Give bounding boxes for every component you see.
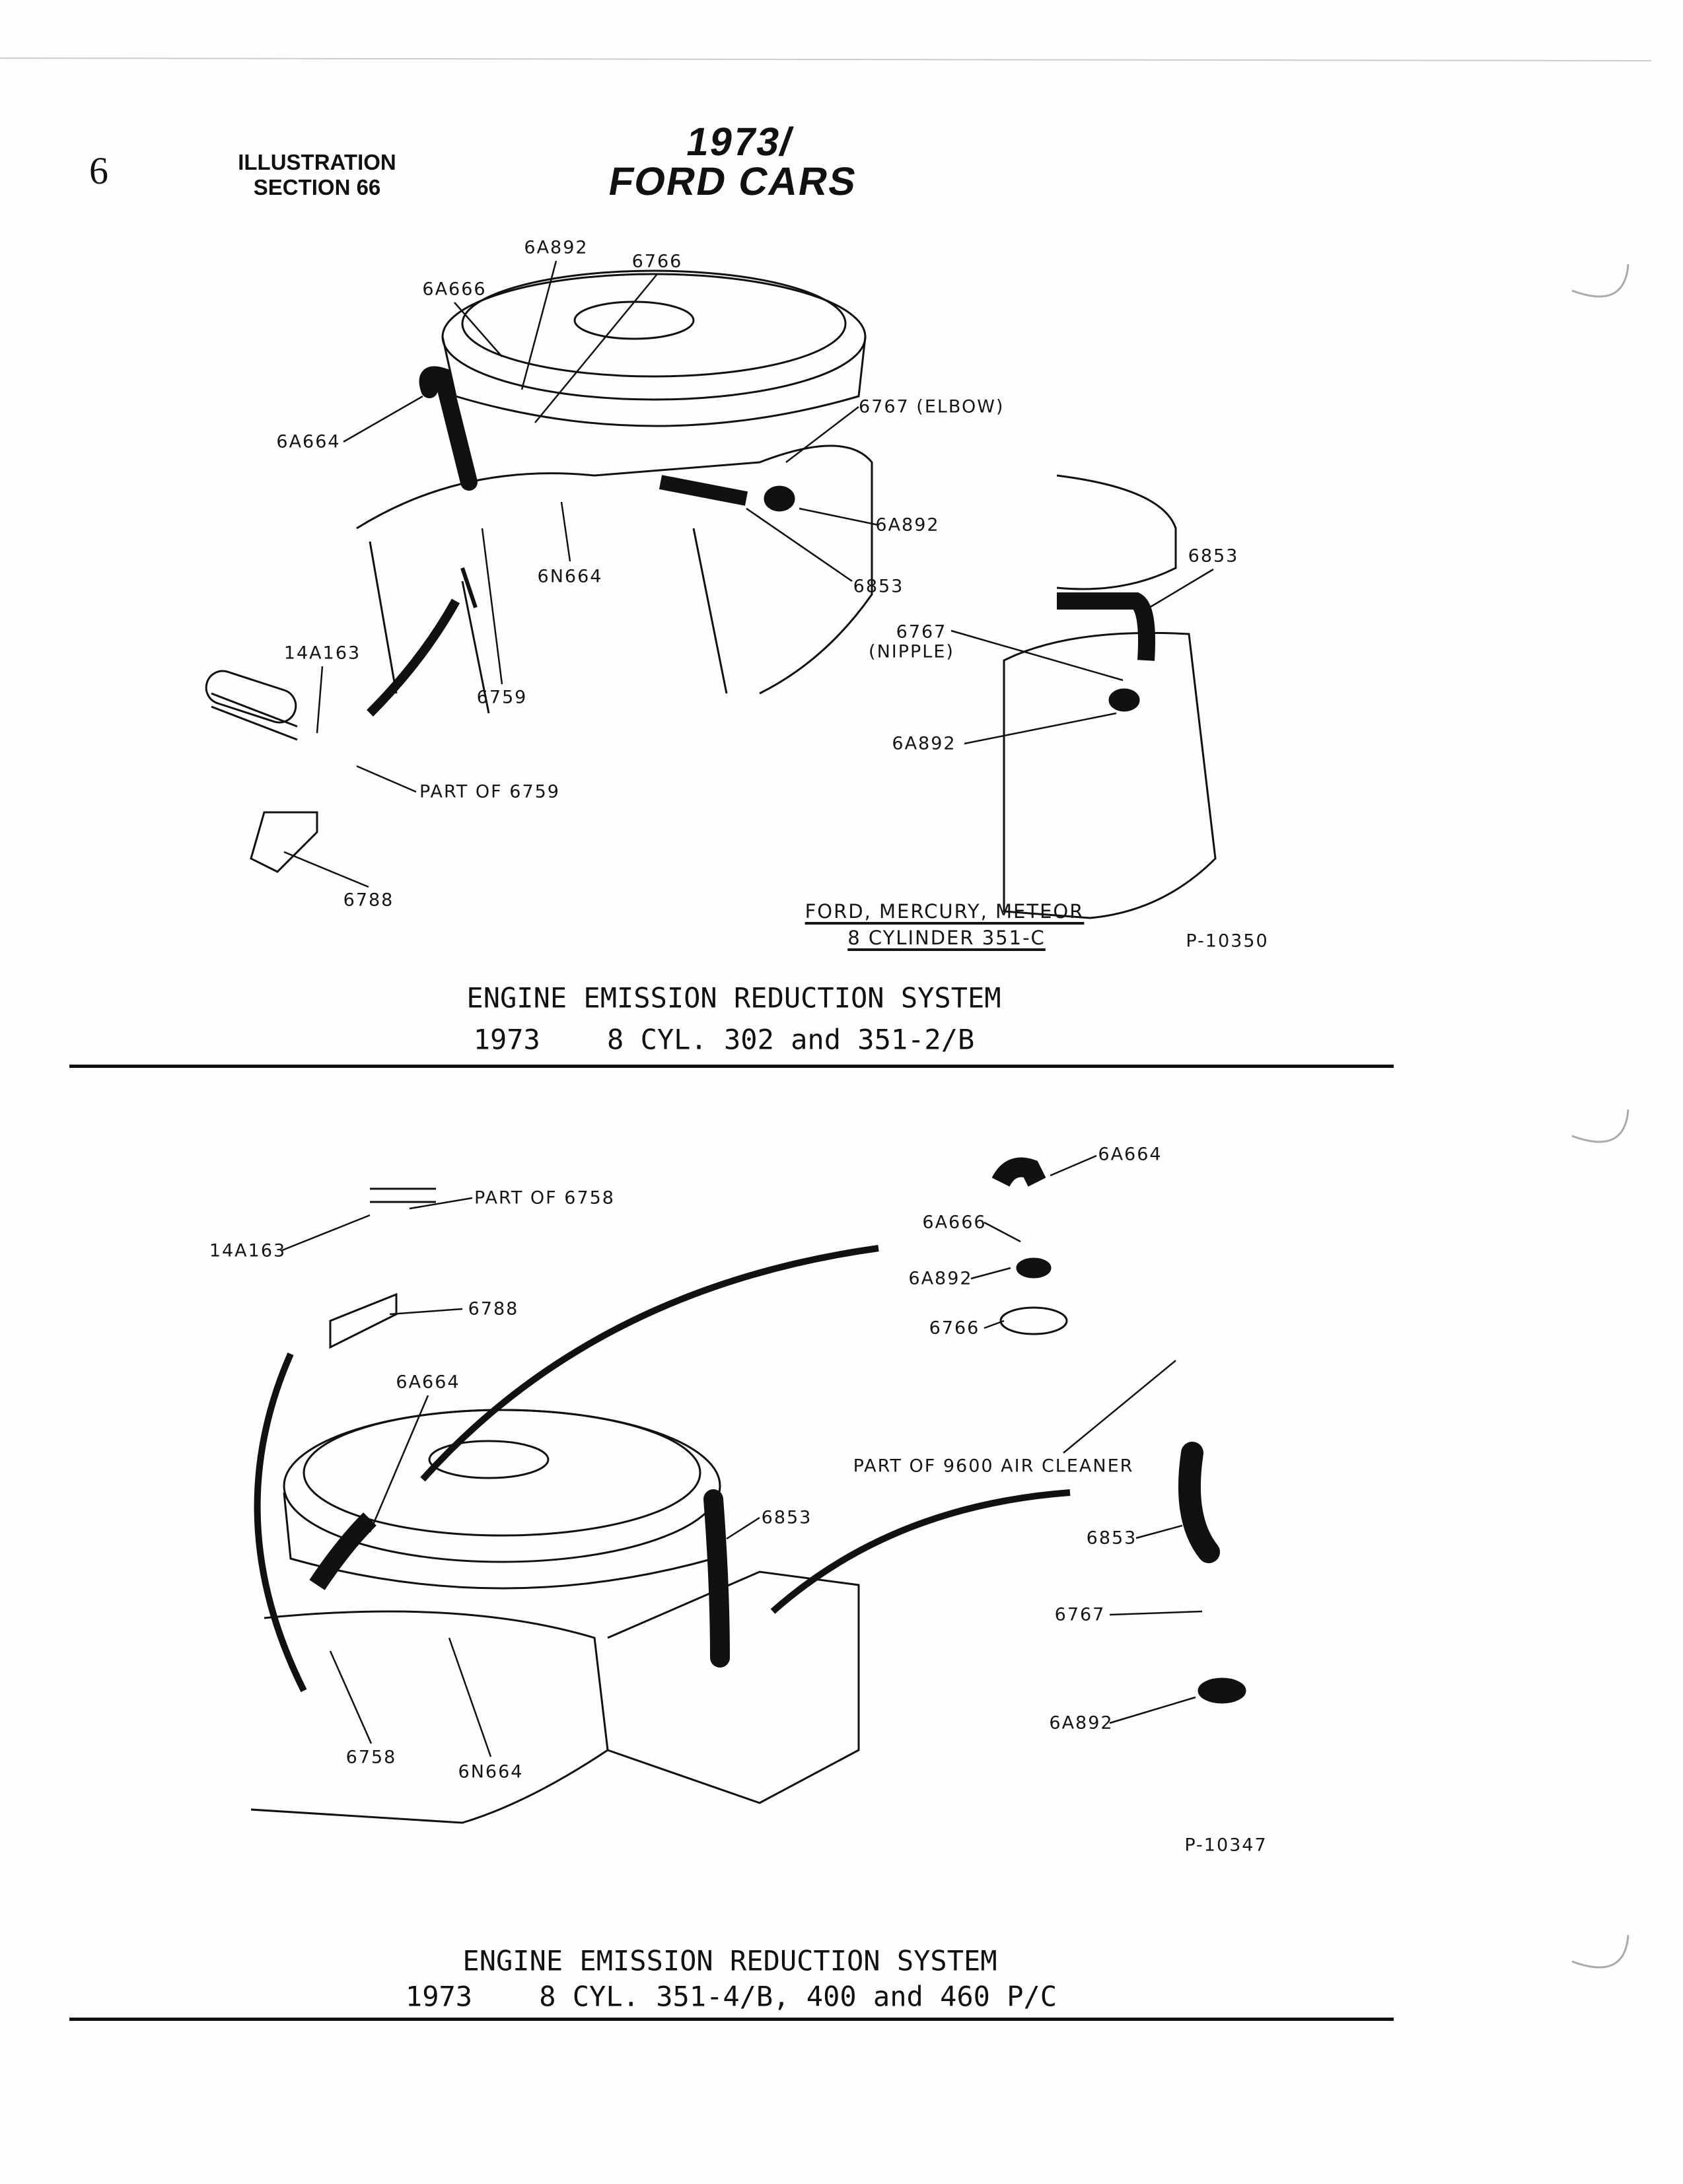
hose-6A664-b	[309, 1512, 376, 1590]
part-label: 14A163	[209, 1240, 287, 1261]
hose-6A664-top	[991, 1157, 1046, 1187]
punch-hole-mark	[1571, 264, 1629, 298]
part-label: 6758	[345, 1747, 397, 1768]
hose-6853-inset	[1057, 592, 1155, 661]
arrow-6759	[460, 567, 478, 608]
part-label: 6A664	[276, 431, 341, 452]
flow-arrow	[254, 1352, 307, 1693]
part-label: 6853	[1188, 546, 1239, 567]
part-label: 6766	[631, 251, 683, 272]
part-label: 6759	[476, 687, 528, 708]
part-label: 6788	[468, 1298, 519, 1320]
bottom-leader-lines	[280, 1154, 1203, 1757]
brand-line-1: 1973/	[683, 120, 797, 164]
part-label: 6853	[1086, 1528, 1137, 1549]
part-label: 6A892	[1049, 1712, 1114, 1734]
plate-number: P-10347	[1184, 1835, 1268, 1856]
figure-title: ENGINE EMISSION REDUCTION SYSTEM	[466, 981, 1001, 1014]
part-label: 6853	[761, 1507, 812, 1528]
part-label: 6767 (ELBOW)	[859, 396, 1005, 417]
top-leader-lines	[283, 260, 1214, 888]
inset-caption-line-1: FORD, MERCURY, METEOR	[805, 900, 1085, 923]
divider-rule	[69, 1065, 1394, 1068]
divider-rule	[69, 2018, 1394, 2021]
part-label: 6766	[929, 1318, 980, 1339]
part-label: 6767	[1054, 1604, 1106, 1625]
part-label: 6A892	[524, 237, 589, 258]
part-label: PART OF 9600 AIR CLEANER	[853, 1456, 1134, 1477]
part-label: 6A892	[908, 1268, 973, 1289]
part-label: 6A666	[422, 279, 487, 300]
punch-hole-mark	[1571, 1109, 1629, 1143]
brand-heading: 1973/ FORD CARS	[605, 120, 867, 203]
part-label: 6A666	[922, 1212, 987, 1233]
plate-number: P-10350	[1186, 931, 1269, 952]
part-label: 6A664	[1098, 1144, 1163, 1165]
part-label: PART OF 6758	[474, 1187, 615, 1209]
hose-6A664	[419, 366, 478, 491]
hose-6759	[367, 598, 460, 717]
punch-hole-mark	[1571, 1934, 1629, 1969]
part-label: PART OF 6759	[419, 781, 560, 802]
flow-arrow	[770, 1489, 1071, 1614]
part-label: 6A892	[875, 514, 940, 536]
flow-arrow	[420, 1245, 879, 1482]
hose-6853-a	[703, 1489, 730, 1668]
bottom-engine-drawing	[250, 1157, 1246, 1824]
part-label: 14A163	[283, 643, 361, 664]
brand-line-2: FORD CARS	[605, 159, 861, 203]
section-line-2: SECTION 66	[253, 175, 381, 199]
part-label: 6N664	[458, 1761, 524, 1782]
top-engine-drawing	[205, 269, 1217, 919]
part-label: 6853	[853, 576, 904, 597]
section-line-1: ILLUSTRATION	[238, 150, 396, 174]
page-number: 6	[89, 149, 108, 192]
bottom-flow-arrows	[254, 1245, 1071, 1693]
scan-edge-line	[0, 57, 1652, 61]
hose-6853	[659, 475, 748, 506]
figure-subtitle: 1973 8 CYL. 302 and 351-2/B	[473, 1023, 975, 1056]
part-label: 6N664	[537, 566, 603, 587]
part-label: 6A664	[396, 1372, 460, 1393]
part-label: 6788	[343, 890, 394, 911]
section-heading: ILLUSTRATION SECTION 66	[238, 150, 396, 200]
part-label: 6A892	[892, 733, 956, 754]
part-label: 6767	[896, 621, 947, 643]
inset-caption-line-2: 8 CYLINDER 351-C	[847, 927, 1046, 949]
hose-6853-b	[1178, 1442, 1220, 1563]
figure-subtitle: 1973 8 CYL. 351-4/B, 400 and 460 P/C	[405, 1980, 1057, 2013]
figure-title: ENGINE EMISSION REDUCTION SYSTEM	[462, 1944, 997, 1977]
part-label: (NIPPLE)	[869, 641, 954, 662]
